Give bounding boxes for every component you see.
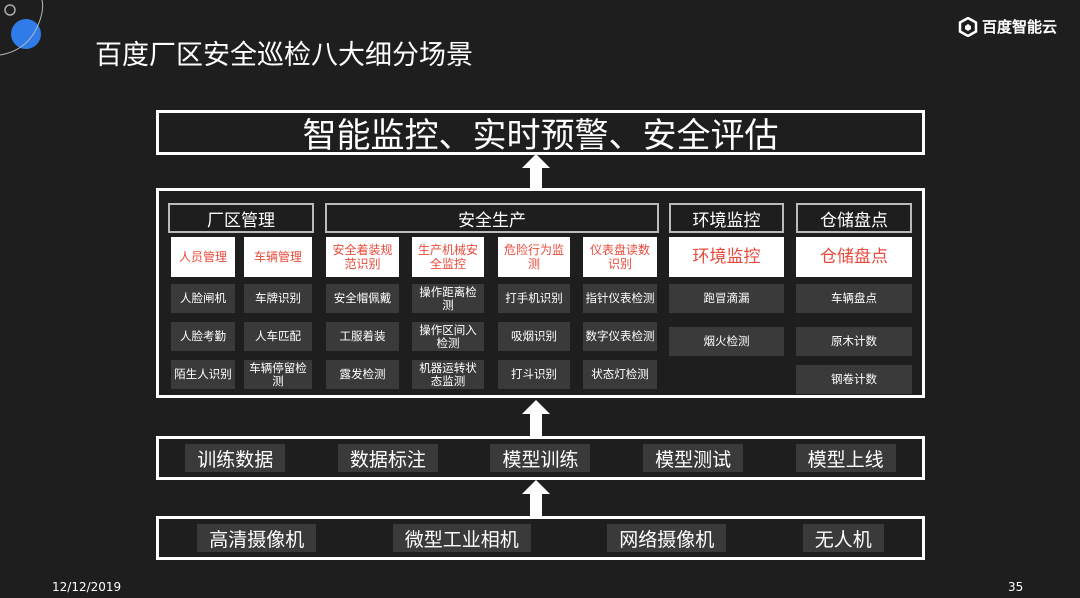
scene-item: 操作区间入检测 — [412, 322, 484, 351]
scene-environment: 环境监控 — [669, 237, 784, 277]
scene-dangerous-behavior: 危险行为监测 — [498, 237, 570, 277]
scene-item: 指针仪表检测 — [583, 284, 657, 313]
scene-item: 露发检测 — [326, 360, 399, 389]
scene-item: 车辆停留检测 — [244, 360, 312, 389]
goal-label: 智能监控、实时预警、安全评估 — [302, 116, 779, 156]
scene-item: 钢卷计数 — [796, 365, 912, 394]
scene-item: 打手机识别 — [498, 284, 570, 313]
model-pipeline-box: 训练数据 数据标注 模型训练 模型测试 模型上线 — [156, 436, 925, 480]
up-arrow-icon — [522, 400, 550, 436]
category-factory-management: 厂区管理 — [168, 203, 314, 233]
scene-item: 烟火检测 — [669, 327, 784, 356]
scene-machinery-safety: 生产机械安全监控 — [412, 237, 484, 277]
pipeline-step: 模型上线 — [795, 444, 896, 472]
pipeline-step: 模型训练 — [490, 444, 591, 472]
scene-item: 吸烟识别 — [498, 322, 570, 351]
goal-box: 智能监控、实时预警、安全评估 — [156, 110, 925, 156]
scene-item: 人脸考勤 — [171, 322, 235, 351]
pipeline-step: 数据标注 — [337, 444, 438, 472]
cloud-logo-icon — [958, 16, 978, 37]
scene-item: 人车匹配 — [244, 322, 312, 351]
scene-item: 车牌识别 — [244, 284, 312, 313]
pipeline-step: 模型测试 — [643, 444, 744, 472]
scene-safety-attire: 安全着装规范识别 — [326, 237, 399, 277]
scene-meter-reading: 仪表盘读数识别 — [583, 237, 657, 277]
scene-item: 原木计数 — [796, 327, 912, 356]
devices-box: 高清摄像机 微型工业相机 网络摄像机 无人机 — [156, 516, 925, 560]
category-environment-monitoring: 环境监控 — [669, 203, 784, 233]
scene-item: 机器运转状态监测 — [412, 360, 484, 389]
page-number: 35 — [1008, 580, 1024, 594]
device-item: 高清摄像机 — [197, 524, 317, 552]
device-item: 无人机 — [802, 524, 884, 552]
up-arrow-icon — [522, 154, 550, 190]
scene-item: 数字仪表检测 — [583, 322, 657, 351]
baidu-cloud-logo: 百度智能云 — [958, 16, 1057, 37]
page-title: 百度厂区安全巡检八大细分场景 — [95, 40, 473, 71]
scene-item: 打斗识别 — [498, 360, 570, 389]
scene-personnel-management: 人员管理 — [171, 237, 235, 277]
device-item: 网络摄像机 — [607, 524, 727, 552]
scene-item: 车辆盘点 — [796, 284, 912, 313]
logo-text: 百度智能云 — [982, 18, 1058, 36]
category-safe-production: 安全生产 — [325, 203, 659, 233]
corner-decoration — [0, 0, 44, 56]
scene-item: 陌生人识别 — [171, 360, 235, 389]
scene-item: 状态灯检测 — [583, 360, 657, 389]
scene-warehouse: 仓储盘点 — [796, 237, 912, 277]
category-warehouse-inventory: 仓储盘点 — [796, 203, 912, 233]
scene-item: 操作距离检测 — [412, 284, 484, 313]
scene-vehicle-management: 车辆管理 — [244, 237, 312, 277]
scene-item: 跑冒滴漏 — [669, 284, 784, 313]
pipeline-step: 训练数据 — [185, 444, 286, 472]
scenario-panel: 厂区管理 安全生产 环境监控 仓储盘点 人员管理 车辆管理 安全着装规范识别 生… — [156, 188, 925, 398]
footer-date: 12/12/2019 — [52, 580, 122, 594]
up-arrow-icon — [522, 480, 550, 516]
device-item: 微型工业相机 — [392, 524, 531, 552]
scene-item: 人脸闸机 — [171, 284, 235, 313]
scene-item: 安全帽佩戴 — [326, 284, 399, 313]
scene-item: 工服着装 — [326, 322, 399, 351]
